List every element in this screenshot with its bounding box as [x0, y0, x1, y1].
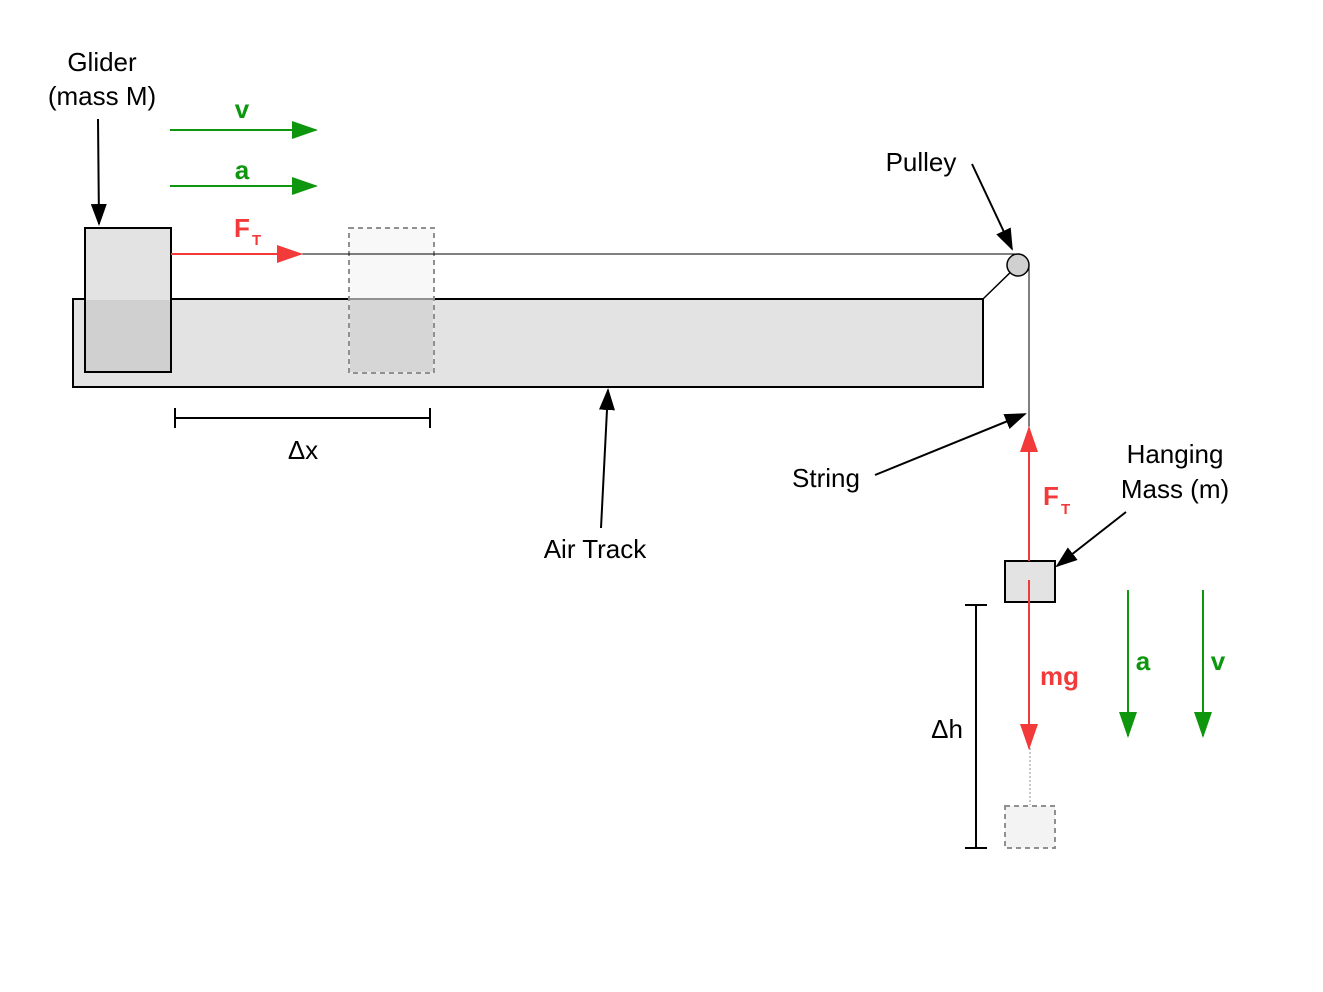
air-track-pointer — [598, 388, 615, 529]
delta-x-label: Δx — [288, 435, 318, 465]
air-track-label: Air Track — [544, 534, 648, 564]
pulley-label: Pulley — [886, 147, 957, 177]
glider-acceleration-label: a — [235, 155, 250, 185]
glider-outline — [84, 227, 172, 373]
hanging-velocity-label: v — [1211, 646, 1226, 676]
air-track — [72, 298, 984, 388]
hanging-acceleration-label: a — [1136, 646, 1151, 676]
string-label: String — [792, 463, 860, 493]
string-pointer — [874, 413, 1027, 476]
hanging-tension-subscript: T — [1061, 501, 1070, 518]
glider-label-line2: (mass M) — [48, 81, 156, 111]
glider-overlap — [86, 300, 170, 371]
hanging-mass-label-line2: Mass (m) — [1121, 474, 1229, 504]
hanging-mass-label-line1: Hanging — [1127, 439, 1224, 469]
glider-label-line1: Glider — [67, 47, 137, 77]
glider-ghost-overlap — [350, 300, 433, 372]
hanging-mass-pointer — [1055, 511, 1127, 568]
hanging-mass-ghost — [1004, 805, 1056, 849]
glider-pointer — [90, 118, 107, 226]
hanging-tension-label: F — [1043, 481, 1059, 511]
glider-tension-subscript: T — [252, 232, 261, 249]
glider-velocity-label: v — [235, 94, 250, 124]
delta-h-label: Δh — [931, 714, 963, 744]
glider-tension-label: F — [234, 213, 250, 243]
glider-ghost-outline — [348, 227, 435, 374]
pulley-pointer — [971, 163, 1013, 251]
weight-label: mg — [1040, 661, 1079, 691]
pulley — [1006, 253, 1030, 277]
